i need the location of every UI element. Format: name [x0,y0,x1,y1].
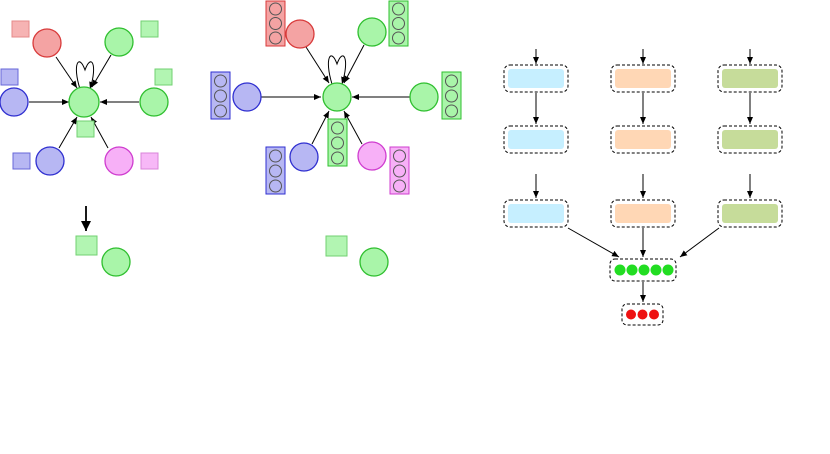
result-node-left [101,247,131,277]
node-red-2 [285,19,315,49]
node-blue-left-2 [232,82,262,112]
node-red [32,28,62,58]
edge-topgreen-to-center-2 [343,44,365,84]
edge-red-to-center [55,56,78,89]
block-cyan-1 [503,64,569,93]
feature-square-green-top [140,20,159,38]
edge-bottomblue-to-center [58,116,78,149]
result-feature-square-left [75,235,98,256]
feature-vector-blue-bottom [265,146,286,195]
block-orange-2 [610,125,676,154]
node-blue-bottom-2 [289,142,319,172]
feature-square-green-center [76,120,95,138]
feature-square-blue-left [0,68,19,86]
block-olive-2 [717,125,783,154]
feature-square-pink [140,152,159,170]
output-vector [621,303,664,326]
block-olive-3 [717,199,783,228]
middle-graph [210,0,462,195]
feature-vector-green-top [388,0,409,47]
block-orange-1 [610,64,676,93]
node-center-2 [322,82,352,112]
pipeline-input-arrows [533,49,753,302]
self-loop-2 [327,55,347,85]
node-blue-left [0,87,29,117]
node-center [68,86,100,118]
block-cyan-3 [503,199,569,228]
node-blue-bottom [35,146,65,176]
block-cyan-2 [503,125,569,154]
node-green-right-2 [409,82,439,112]
node-green-top [104,27,134,57]
feature-vector-green-right [441,71,462,120]
middle-graph-edges [261,44,410,145]
edge-bottomblue-to-center-2 [311,110,330,145]
feature-square-green-right [154,68,173,86]
edge-topgreen-to-center [91,54,112,88]
feature-square-red [11,20,30,38]
edge-red-to-center-2 [305,46,330,84]
feature-square-blue-bottom [12,152,31,170]
node-pink-2 [357,141,387,171]
feature-vector-red [265,0,286,47]
left-graph [0,20,173,176]
self-loop [75,61,95,90]
block-olive-1 [717,64,783,93]
feature-vector-blue-left [210,71,231,120]
result-node-middle [359,247,389,277]
node-pink [104,146,134,176]
node-green-right [139,87,169,117]
result-feature-square-middle [325,235,348,257]
node-green-top-2 [357,17,387,47]
left-graph-edges [29,54,139,149]
feature-vector-pink [389,146,410,195]
block-orange-3 [610,199,676,228]
aggregate-vector [609,258,677,282]
feature-vector-green-center [327,118,348,167]
edge-pink-to-center-2 [343,110,363,145]
pipeline [503,49,783,326]
